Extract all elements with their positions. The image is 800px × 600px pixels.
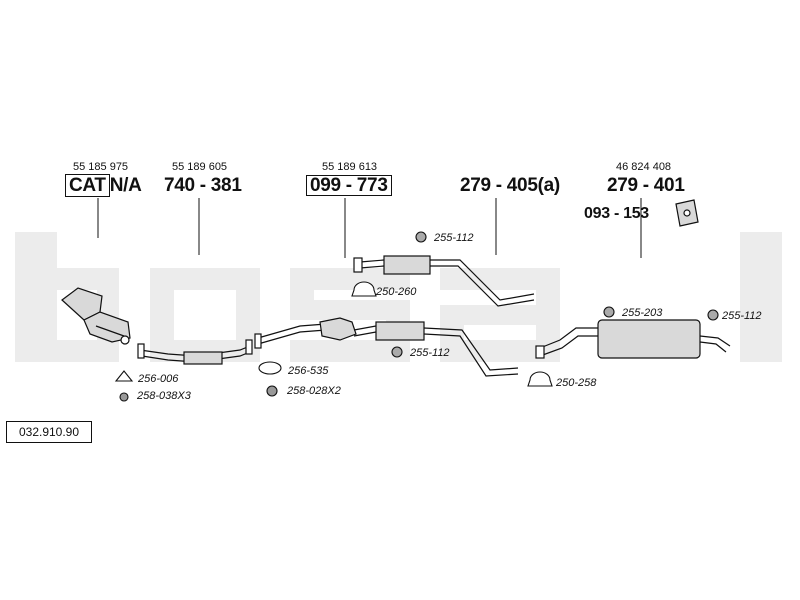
fitting-label[interactable]: 255-112 (410, 347, 450, 359)
fitting-label[interactable]: 258-028X2 (287, 385, 341, 397)
gasket-ring-icon[interactable] (258, 361, 282, 375)
cat-part-number: N/A (109, 175, 142, 196)
fitting-label[interactable]: 255-203 (622, 307, 663, 319)
diagram-reference-number: 032.910.90 (6, 421, 92, 443)
front-pipe-part[interactable] (137, 339, 253, 365)
rear-silencer-part[interactable] (535, 319, 731, 359)
rubber-mount-icon[interactable] (415, 231, 427, 243)
fitting-label[interactable]: 255-112 (722, 310, 762, 322)
cat-badge: CAT (65, 174, 110, 197)
exhaust-clamp-icon[interactable] (527, 371, 553, 387)
exhaust-clamp-icon[interactable] (351, 281, 377, 297)
oe-number-740-381: 55 189 605 (172, 161, 228, 173)
bosal-watermark-logo (15, 232, 782, 362)
leader-lines (97, 198, 642, 258)
oe-number-279-401: 46 824 408 (616, 161, 672, 173)
oe-number-099-773: 55 189 613 (322, 161, 378, 173)
fitting-label[interactable]: 256-006 (138, 373, 179, 385)
catalytic-converter-part[interactable] (61, 287, 131, 345)
part-number-740-381[interactable]: 740 - 381 (164, 175, 242, 196)
rear-section-a-part[interactable] (353, 255, 535, 307)
fitting-label[interactable]: 250-260 (376, 286, 417, 298)
part-number-093-153[interactable]: 093 - 153 (584, 205, 649, 222)
middle-pipe-converter-part[interactable] (254, 317, 519, 377)
part-number-279-405a[interactable]: 279 - 405(a) (460, 175, 560, 196)
part-number-099-773[interactable]: 099 - 773 (306, 175, 392, 196)
nut-icon[interactable] (119, 392, 129, 402)
flange-gasket-icon[interactable] (114, 370, 134, 382)
oe-number-cat: 55 185 975 (73, 161, 129, 173)
mounting-bracket-icon[interactable] (675, 199, 699, 227)
fitting-label[interactable]: 250-258 (556, 377, 597, 389)
fitting-label[interactable]: 255-112 (434, 232, 474, 244)
fitting-label[interactable]: 256-535 (288, 365, 329, 377)
rubber-mount-icon[interactable] (707, 309, 719, 321)
rubber-mount-icon[interactable] (603, 306, 615, 318)
rubber-mount-icon[interactable] (391, 346, 403, 358)
nut-icon[interactable] (266, 385, 278, 397)
fitting-label[interactable]: 258-038X3 (137, 390, 191, 402)
part-number-279-401[interactable]: 279 - 401 (607, 175, 685, 196)
